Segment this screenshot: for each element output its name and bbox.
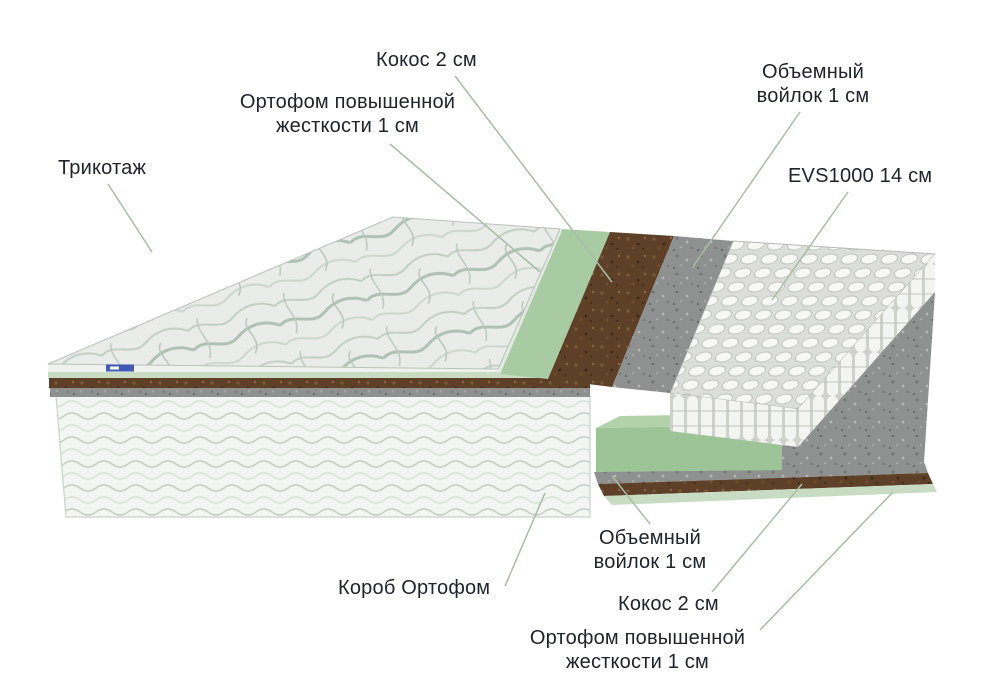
coconut-front-edge — [49, 378, 590, 388]
label-knit-top: Трикотаж — [58, 157, 147, 179]
felt-front-edge — [50, 388, 590, 397]
label-felt-bottom: Объемный войлок 1 см — [593, 527, 707, 573]
label-ortho-top: Ортофом повышенной жесткости 1 см — [239, 91, 456, 137]
sheet-front-edge — [48, 364, 498, 372]
coconut-top-strip — [548, 232, 674, 387]
ortho-top-strip — [500, 229, 610, 379]
leader-coconut-top — [454, 75, 613, 283]
label-coconut-bottom: Кокос 2 см — [618, 593, 719, 615]
label-felt-top: Объемный войлок 1 см — [756, 61, 870, 107]
label-box: Короб Ортофом — [338, 577, 491, 599]
leader-ortho-top — [389, 143, 541, 273]
box-front-face — [55, 395, 591, 518]
leader-coconut-bottom — [711, 483, 803, 593]
sheet-top — [47, 216, 561, 370]
label-ortho-bottom: Ортофом повышенной жесткости 1 см — [529, 627, 746, 673]
sheet-side-edge — [498, 229, 562, 374]
leader-knit-top — [107, 183, 153, 253]
coconut-bottom-band — [598, 473, 933, 496]
leader-box — [504, 492, 546, 587]
springs-front-face — [670, 393, 798, 447]
felt-top-strip — [612, 236, 733, 393]
label-springs: EVS1000 14 см — [788, 165, 933, 187]
felt-under-springs — [782, 292, 935, 470]
label-coconut-top: Кокос 2 см — [376, 49, 477, 71]
leader-felt-top — [691, 111, 801, 269]
ortho-bottom-band — [604, 484, 937, 505]
springs-right-face — [798, 254, 935, 447]
brand-tag-mark-icon — [110, 366, 119, 370]
leader-springs — [771, 191, 849, 301]
brand-tag-icon — [106, 364, 134, 372]
felt-bottom-band — [594, 462, 928, 484]
ortho-front-edge — [48, 371, 590, 378]
leader-lines — [107, 75, 894, 631]
leader-felt-bottom — [611, 475, 651, 525]
leader-ortho-bottom — [759, 491, 894, 631]
